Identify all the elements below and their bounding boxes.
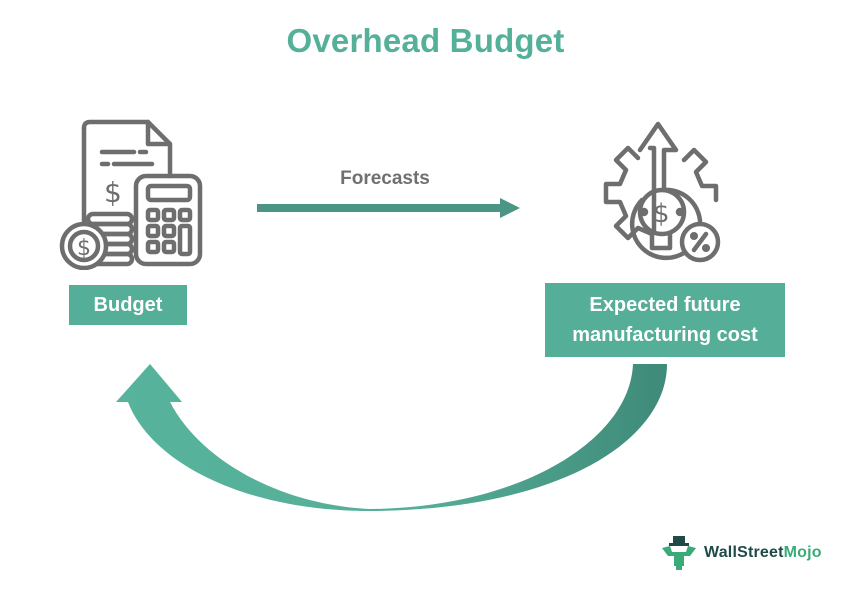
forecast-arrow (257, 198, 520, 218)
expected-cost-label-line1: Expected future (589, 294, 741, 316)
expected-cost-node-label: Expected future manufacturing cost (545, 283, 785, 357)
bull-logo-icon (662, 536, 696, 570)
svg-text:$: $ (77, 236, 91, 261)
return-curved-arrow (116, 364, 667, 511)
expected-cost-label-line2: manufacturing cost (572, 324, 758, 346)
gear-dollar-growth-percent-icon: $ (603, 121, 721, 263)
diagram-title: Overhead Budget (286, 22, 565, 59)
budget-calculator-coins-icon: $ $ (59, 119, 203, 270)
svg-text:$: $ (653, 199, 670, 229)
budget-node-label: Budget (69, 285, 187, 325)
brand-name: WallStreetMojo (704, 544, 822, 561)
forecasts-edge-label: Forecasts (340, 168, 430, 189)
svg-text:$: $ (104, 176, 122, 209)
budget-label-text: Budget (93, 294, 163, 316)
wallstreetmojo-logo: WallStreetMojo (660, 536, 822, 570)
